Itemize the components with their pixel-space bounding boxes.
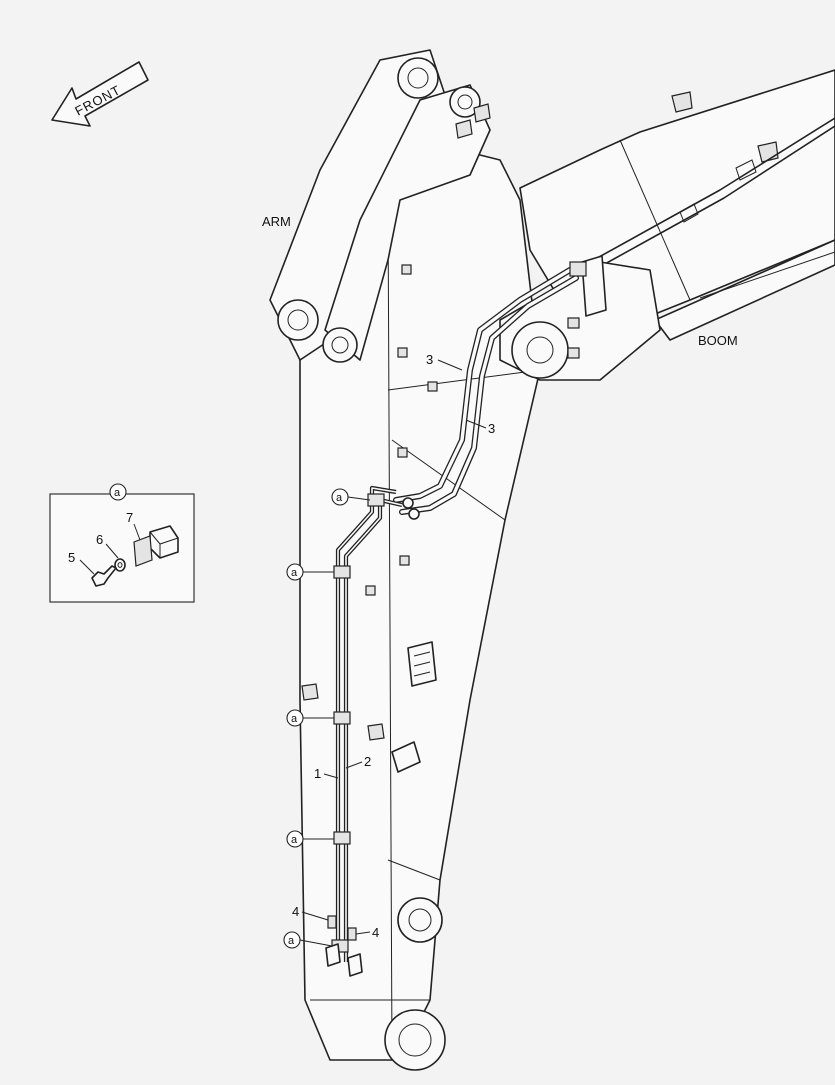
- svg-text:a: a: [291, 567, 298, 579]
- boom-label: BOOM: [698, 333, 738, 348]
- svg-text:1: 1: [314, 766, 321, 781]
- svg-text:a: a: [291, 713, 298, 725]
- detail-part-7: 7: [126, 510, 133, 525]
- part-number-4a: 4: [292, 904, 329, 921]
- svg-text:4: 4: [292, 904, 299, 919]
- part-number-3b: 3: [465, 419, 495, 436]
- svg-text:3: 3: [488, 421, 495, 436]
- svg-text:a: a: [288, 935, 295, 947]
- arm: [269, 49, 541, 1071]
- svg-text:3: 3: [426, 352, 433, 367]
- part-number-3a: 3: [426, 352, 463, 371]
- svg-text:4: 4: [372, 925, 379, 940]
- part-number-4b: 4: [355, 925, 379, 940]
- pipe-assembly: [325, 485, 403, 977]
- detail-part-6: 6: [96, 532, 103, 547]
- detail-marker: a: [114, 487, 121, 499]
- detail-part-5: 5: [68, 550, 75, 565]
- arm-label: ARM: [262, 214, 291, 229]
- front-direction-arrow: FRONT: [51, 61, 149, 127]
- svg-text:a: a: [336, 492, 343, 504]
- clamp-marker-2: a: [286, 563, 334, 581]
- clamp-marker-5: a: [283, 931, 333, 949]
- clamp-marker-4: a: [286, 830, 334, 848]
- clamp-marker-3: a: [286, 709, 334, 727]
- clamp-marker-1: a: [331, 488, 371, 506]
- part-number-2: 2: [345, 754, 371, 769]
- hose-assembly-3: [393, 261, 587, 520]
- arm-boom-joint: [499, 255, 661, 381]
- part-number-1: 1: [314, 766, 339, 781]
- svg-text:a: a: [291, 834, 298, 846]
- detail-inset-a: a 5 6 7: [49, 483, 195, 603]
- svg-text:2: 2: [364, 754, 371, 769]
